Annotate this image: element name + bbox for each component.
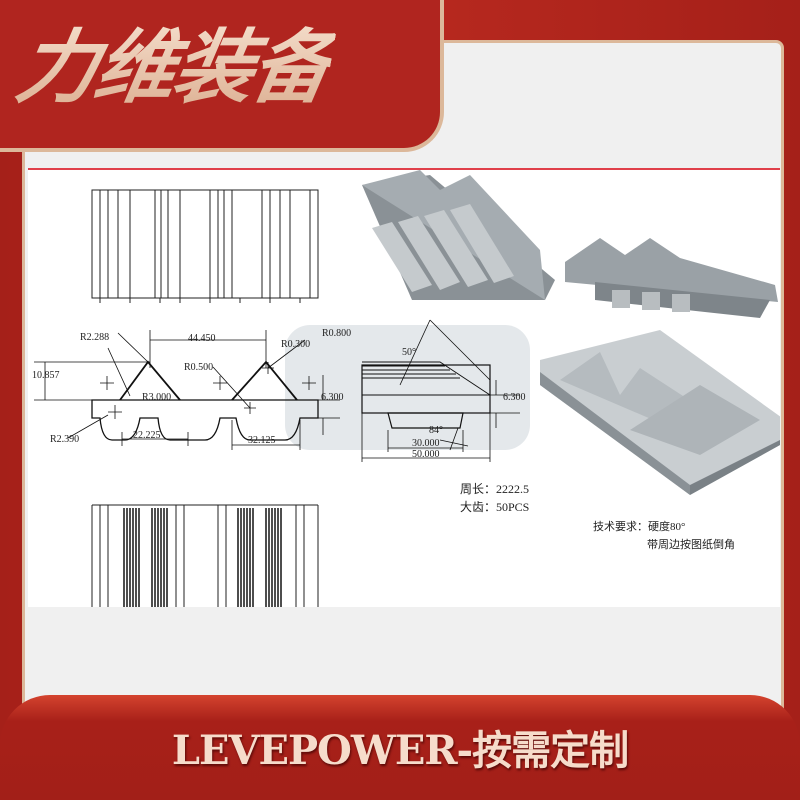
spec-perimeter: 周长：2222.5 [460, 482, 529, 496]
dim-r3000: R3.000 [142, 392, 171, 403]
drawing-svg: R2.288 44.450 R0.300 10.857 R0.500 R3.00… [32, 170, 785, 607]
footer-banner [0, 695, 800, 800]
dim-angle-84: 84° [429, 425, 443, 436]
technical-drawing: R2.288 44.450 R0.300 10.857 R0.500 R3.00… [28, 170, 785, 607]
belt-bottom-view [91, 504, 319, 607]
dim-width-30: 30.000 [412, 438, 440, 449]
dim-height: 10.857 [32, 370, 60, 381]
dim-span-32125: 32.125 [248, 435, 276, 446]
belt-top-view [91, 189, 319, 303]
dim-thickness-right: 6.300 [503, 392, 526, 403]
dim-width-50: 50.000 [412, 449, 440, 460]
spec-teeth: 大齿：50PCS [460, 500, 529, 514]
dim-r2288: R2.288 [80, 332, 109, 343]
header-tab [0, 0, 444, 152]
belt-section [361, 319, 520, 462]
watermark [285, 325, 530, 450]
dim-r0300: R0.300 [281, 339, 310, 350]
render-3d-underside [362, 170, 555, 300]
spec-tech-req-2: 带周边按图纸倒角 [647, 537, 735, 551]
render-3d-top [540, 330, 785, 495]
spec-tech-req-1: 技术要求：硬度80° [593, 519, 685, 533]
brand-title: 力维装备 [7, 8, 340, 128]
footer-slogan: LEVEPOWER-按需定制 [171, 727, 629, 774]
divider [28, 168, 780, 170]
belt-profile [34, 330, 340, 450]
render-3d-side [565, 238, 778, 318]
dim-pitch: 44.450 [188, 333, 216, 344]
dim-thickness-left: 6.300 [321, 392, 344, 403]
dim-r2390: R2.390 [50, 434, 79, 445]
dim-span-22225: 22.225 [133, 430, 161, 441]
dim-angle-50: 50° [402, 347, 416, 358]
dim-r0800: R0.800 [322, 328, 351, 339]
dim-r0500: R0.500 [184, 362, 213, 373]
